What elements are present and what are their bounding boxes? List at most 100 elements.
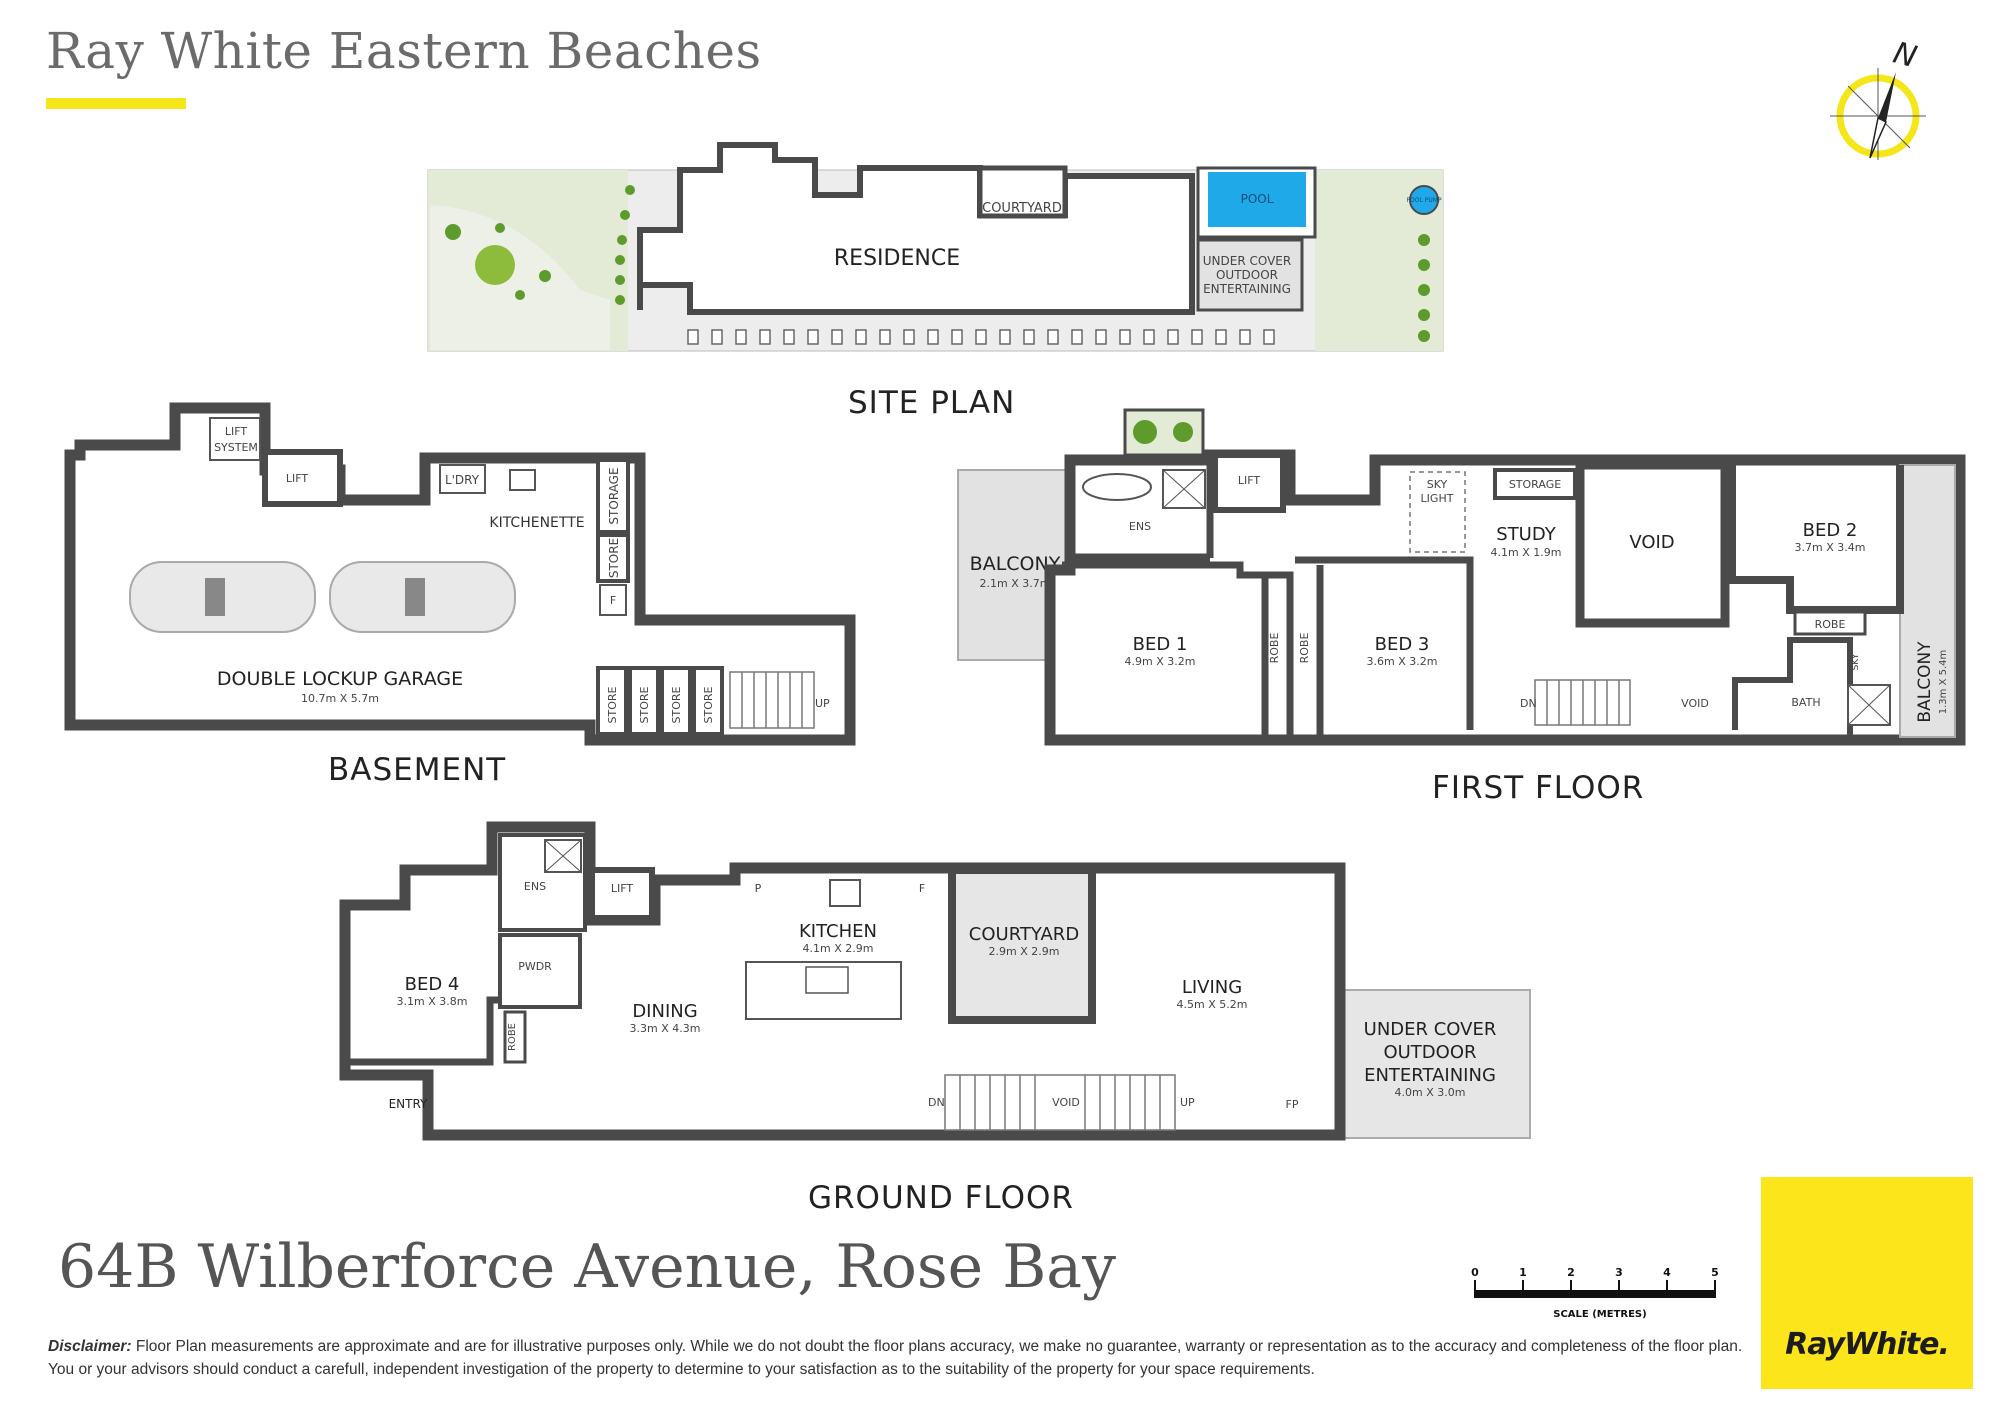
gf-outdoor-dim: 4.0m X 3.0m [1395, 1086, 1466, 1099]
basement-store-label-2: STORE [606, 686, 619, 723]
scale-label: SCALE (METRES) [1553, 1309, 1646, 1320]
ground-floor-plan: UNDER COVER OUTDOOR ENTERTAINING 4.0m X … [339, 821, 1531, 1141]
ff-robe-label-1: ROBE [1268, 633, 1281, 664]
site-pool-pump-label: POOL PUMP [1406, 197, 1442, 204]
car-2 [329, 561, 516, 633]
raywhite-logo-text: RayWhite. [1785, 1327, 1950, 1362]
agency-name: Ray White Eastern Beaches [46, 22, 762, 80]
scale-tick-2: 2 [1567, 1266, 1575, 1279]
ff-balcony2-dim: 1.3m X 5.4m [1938, 650, 1949, 715]
gf-bed4-label: BED 4 [405, 974, 460, 995]
ff-sky-label-2: LIGHT [1421, 492, 1454, 505]
site-plan: COURTYARD RESIDENCE POOL POOL PUMP UNDER… [427, 142, 1444, 352]
gf-dining-dim: 3.3m X 4.3m [630, 1022, 701, 1035]
ff-balcony2-label: BALCONY [1915, 641, 1935, 723]
site-plan-title: SITE PLAN [848, 385, 1016, 421]
ff-bed3-dim: 3.6m X 3.2m [1367, 655, 1438, 668]
ff-sky-label-1: SKY [1427, 478, 1448, 491]
site-outdoor-label-3: ENTERTAINING [1203, 282, 1291, 296]
property-address: 64B Wilberforce Avenue, Rose Bay [58, 1232, 1116, 1302]
car-1 [129, 561, 316, 633]
gf-courtyard-label: COURTYARD [969, 924, 1079, 945]
ff-void-label: VOID [1629, 532, 1674, 553]
ff-lift-label: LIFT [1238, 474, 1261, 487]
basement-lift-system-label-2: SYSTEM [214, 441, 258, 454]
brand-underline [46, 98, 186, 109]
gf-outdoor-label-3: ENTERTAINING [1364, 1065, 1496, 1086]
gf-void-label: VOID [1052, 1096, 1080, 1109]
disclaimer-label: Disclaimer: [48, 1338, 132, 1355]
gf-lift-label: LIFT [611, 882, 634, 895]
ff-robe-label-2: ROBE [1298, 633, 1311, 664]
ff-bed3-label: BED 3 [1375, 634, 1430, 655]
basement-title: BASEMENT [328, 752, 507, 788]
ff-bed2-label: BED 2 [1803, 520, 1858, 541]
scale-bar: 0 1 2 3 4 5 SCALE (METRES) [1471, 1266, 1719, 1320]
gf-living-dim: 4.5m X 5.2m [1177, 998, 1248, 1011]
gf-up-label: UP [1180, 1096, 1195, 1109]
site-outdoor-label-1: UNDER COVER [1203, 254, 1291, 268]
gf-fridge-label: F [919, 882, 925, 895]
basement-fridge-label: F [610, 594, 616, 607]
site-courtyard-label: COURTYARD [982, 201, 1062, 216]
gf-courtyard-dim: 2.9m X 2.9m [989, 945, 1060, 958]
gf-fp-label: FP [1286, 1098, 1299, 1111]
gf-living-label: LIVING [1182, 977, 1242, 998]
basement-up-label: UP [815, 697, 830, 710]
basement-kitchenette-label: KITCHENETTE [489, 515, 584, 531]
basement-store-label-1: STORE [607, 538, 621, 578]
ff-study-dim: 4.1m X 1.9m [1491, 546, 1562, 559]
site-residence-label: RESIDENCE [834, 246, 960, 271]
ff-bath-label: BATH [1791, 696, 1820, 709]
scale-tick-0: 0 [1471, 1266, 1479, 1279]
ff-balcony-label: BALCONY [970, 553, 1061, 575]
site-outdoor-label-2: OUTDOOR [1216, 268, 1278, 282]
gf-pantry-label: P [755, 882, 762, 895]
site-pool-label: POOL [1241, 192, 1274, 206]
ff-study-label: STUDY [1496, 524, 1556, 545]
basement-store-label-5: STORE [702, 686, 715, 723]
scale-tick-1: 1 [1519, 1266, 1527, 1279]
gf-ens-label: ENS [524, 880, 546, 893]
scale-tick-5: 5 [1711, 1266, 1719, 1279]
ff-bed1-dim: 4.9m X 3.2m [1125, 655, 1196, 668]
gf-dining-label: DINING [632, 1001, 697, 1022]
gf-entry-label: ENTRY [389, 1097, 428, 1111]
gf-bed4-dim: 3.1m X 3.8m [397, 995, 468, 1008]
disclaimer-text: Floor Plan measurements are approximate … [48, 1338, 1743, 1378]
gf-dn-label: DN [928, 1096, 945, 1109]
gf-kitchen-label: KITCHEN [799, 921, 877, 942]
north-compass-icon: N [1830, 36, 1926, 160]
ff-dn-label: DN [1520, 697, 1537, 710]
ff-bed2-dim: 3.7m X 3.4m [1795, 541, 1866, 554]
ff-sky-short-label: SKY [1851, 653, 1861, 670]
first-floor-title: FIRST FLOOR [1432, 770, 1645, 806]
gf-outdoor-label-1: UNDER COVER [1364, 1019, 1497, 1040]
scale-tick-4: 4 [1663, 1266, 1671, 1279]
ff-balcony-dim: 2.1m X 3.7m [980, 577, 1051, 590]
basement-laundry-label: L'DRY [445, 473, 480, 487]
ff-bed1-label: BED 1 [1133, 634, 1188, 655]
gf-kitchen-dim: 4.1m X 2.9m [803, 942, 874, 955]
disclaimer: Disclaimer: Floor Plan measurements are … [48, 1335, 1748, 1381]
raywhite-logo: RayWhite. [1761, 1177, 1973, 1389]
basement-garage-dim: 10.7m X 5.7m [301, 692, 379, 705]
ff-storage-label: STORAGE [1509, 478, 1561, 491]
gf-outdoor-label-2: OUTDOOR [1383, 1042, 1476, 1063]
ff-ens-label: ENS [1129, 520, 1151, 533]
ground-floor-title: GROUND FLOOR [808, 1180, 1074, 1216]
gf-robe-label: ROBE [507, 1023, 518, 1051]
gf-pwdr-label: PWDR [518, 960, 552, 973]
basement-store-label-3: STORE [638, 686, 651, 723]
basement-storage-label: STORAGE [607, 467, 621, 524]
ff-robe-label: ROBE [1815, 618, 1846, 631]
basement-lift-system-label-1: LIFT [225, 425, 248, 438]
basement-lift-label: LIFT [286, 472, 309, 485]
ff-void2-label: VOID [1681, 697, 1709, 710]
scale-tick-3: 3 [1615, 1266, 1623, 1279]
first-floor-plan: BALCONY 2.1m X 3.7m BALCONY 1.3m X 5.4m … [957, 408, 1966, 746]
basement-plan: LIFT SYSTEM LIFT L'DRY KITCHENETTE STORA… [64, 402, 856, 746]
basement-garage-label: DOUBLE LOCKUP GARAGE [217, 668, 463, 690]
basement-store-label-4: STORE [670, 686, 683, 723]
